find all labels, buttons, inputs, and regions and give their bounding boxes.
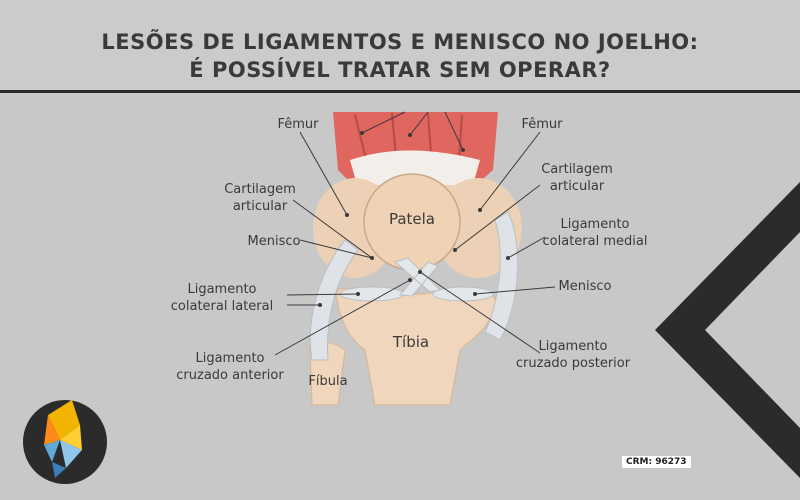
label-lig-anterior-2: cruzado anterior (176, 368, 284, 383)
medial-collateral-ligament (484, 211, 519, 341)
label-lig-posterior-2: cruzado posterior (516, 356, 631, 371)
label-femur-right: Fêmur (521, 117, 563, 132)
label-menisco-right: Menisco (559, 279, 612, 294)
label-cartilage-left-2: articular (233, 199, 288, 214)
geometric-bird-logo-icon (23, 400, 107, 484)
crm-badge: CRM: 96273 (622, 456, 691, 468)
page-title-line1: LESÕES DE LIGAMENTOS E MENISCO NO JOELHO… (101, 30, 699, 54)
left-chevron-icon (655, 182, 800, 478)
label-lig-anterior-1: Ligamento (195, 351, 264, 366)
label-patela: Patela (389, 210, 435, 228)
label-fibula: Fíbula (308, 374, 347, 389)
lateral-collateral-ligament (309, 239, 359, 361)
cruciate-ligaments (393, 257, 442, 297)
label-lig-posterior-1: Ligamento (538, 339, 607, 354)
page-title-line2: É POSSÍVEL TRATAR SEM OPERAR? (189, 58, 611, 82)
meniscus-right (432, 286, 494, 302)
label-lig-medial-1: Ligamento (560, 217, 629, 232)
label-femur-left: Fêmur (277, 117, 319, 132)
label-lig-medial-2: colateral medial (543, 234, 648, 249)
header-banner: LESÕES DE LIGAMENTOS E MENISCO NO JOELHO… (0, 0, 800, 93)
label-menisco-left: Menisco (248, 234, 301, 249)
label-lig-lateral-1: Ligamento (187, 282, 256, 297)
leader-lines (274, 111, 556, 356)
label-cartilage-right-2: articular (550, 179, 605, 194)
label-cartilage-right-1: Cartilagem (541, 162, 613, 177)
label-lig-lateral-2: colateral lateral (171, 299, 273, 314)
label-cartilage-left-1: Cartilagem (224, 182, 296, 197)
leader-dots (318, 131, 510, 307)
label-tibia: Tíbia (392, 333, 429, 351)
